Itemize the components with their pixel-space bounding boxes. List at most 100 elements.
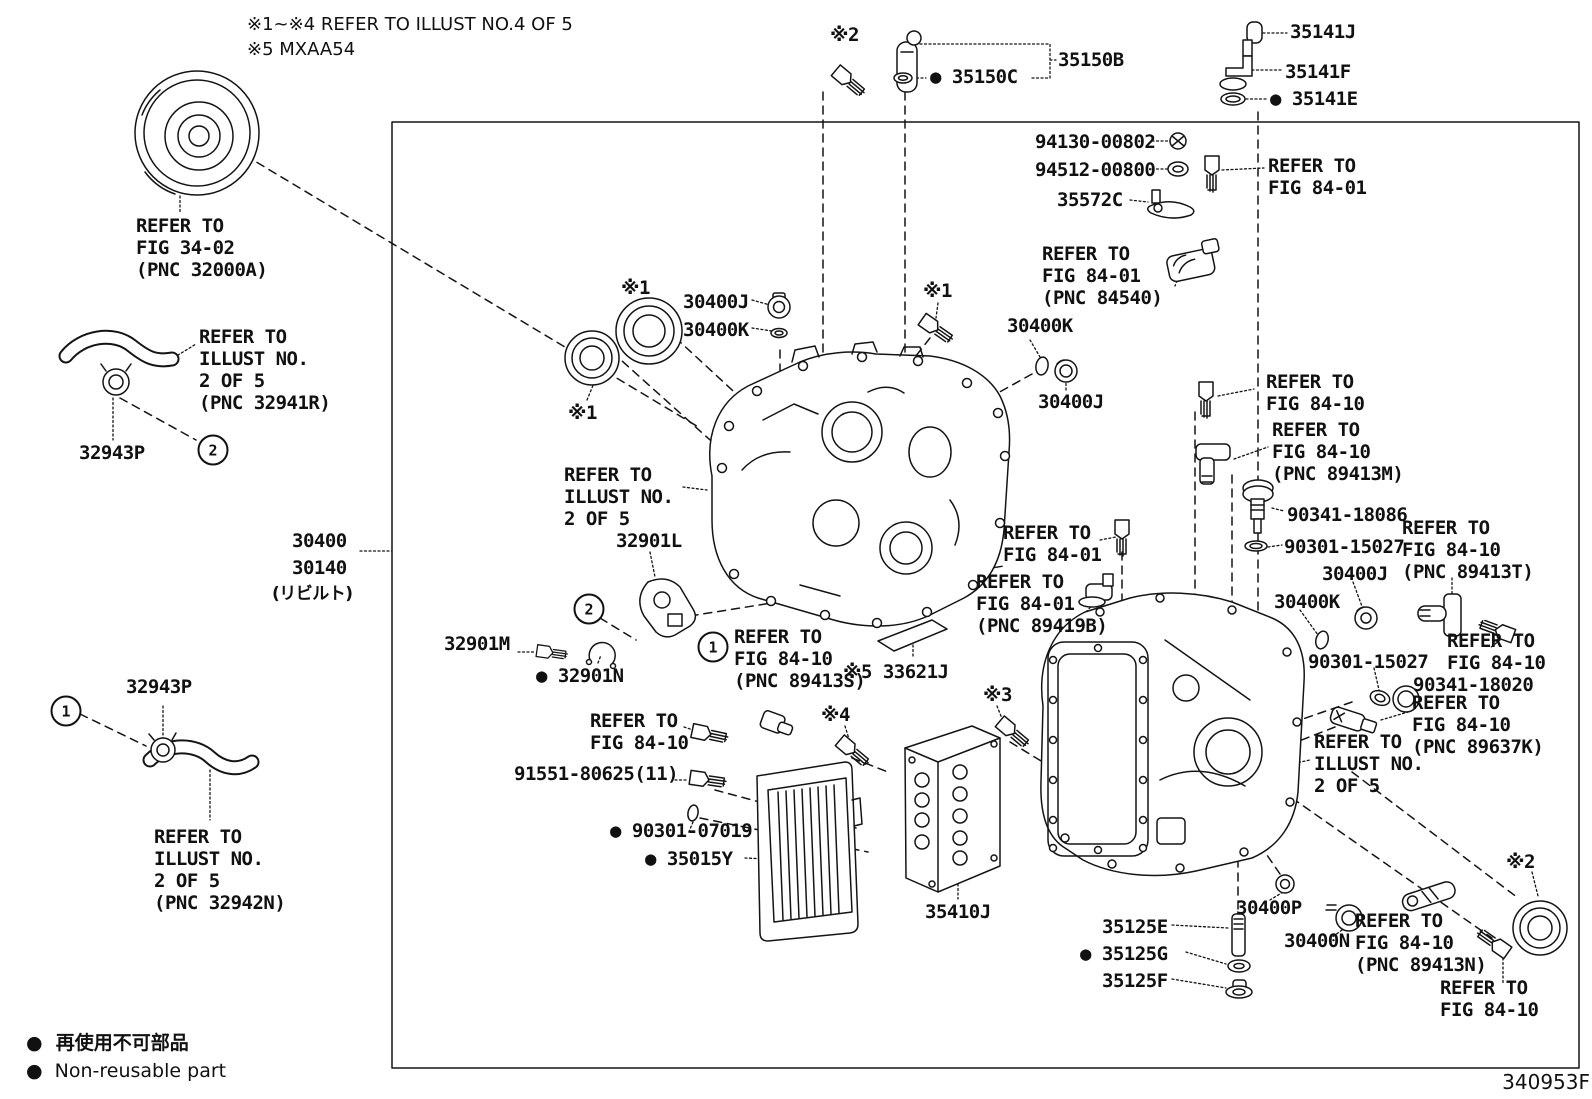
hose-32941r-drawing [58, 329, 180, 396]
cap-35141j [1246, 21, 1263, 44]
hardware-parts [535, 21, 1568, 999]
ref-fig8410-br: REFER TO FIG 84-10 [1440, 977, 1539, 1021]
part-30400p: 30400P [1236, 897, 1302, 919]
o-ring-30400k-center [770, 327, 788, 339]
o-ring-35150c [893, 72, 913, 84]
part-30400j-right: 30400J [1322, 563, 1388, 585]
part-30140: 30140 [292, 557, 347, 579]
plug-35125f [1225, 979, 1253, 999]
ref-fig8410-89413m: REFER TO FIG 84-10 (PNC 89413M) [1272, 419, 1404, 485]
marker-star3: ※3 [983, 684, 1012, 706]
part-35125e: 35125E [1102, 916, 1168, 938]
part-94512-00800: 94512-00800 [1035, 159, 1156, 181]
ring-30400p [1275, 874, 1295, 894]
part-35125g: ● 35125G [1080, 943, 1168, 965]
marker-star2-top: ※2 [830, 24, 859, 46]
speed-sensor-89413m [1195, 443, 1231, 485]
stud-35125e [1231, 913, 1246, 957]
breather-90341-18086 [1242, 479, 1274, 534]
part-35410j: 35410J [925, 901, 991, 923]
marker-star1-a: ※1 [621, 277, 650, 299]
grommet-94512 [1167, 161, 1189, 177]
part-35150c: ● 35150C [930, 66, 1018, 88]
plug-30400j-mid [1054, 359, 1078, 383]
snap-ring-32901n [585, 641, 617, 670]
ref-fig8410-89413n: REFER TO FIG 84-10 (PNC 89413N) [1355, 910, 1487, 976]
oil-seal-star2-br [1512, 900, 1568, 956]
part-35150b: 35150B [1058, 49, 1124, 71]
o-ring-30400k-right [1315, 630, 1329, 650]
lever-89413n [1401, 881, 1456, 912]
sensor-35141f [1219, 39, 1253, 91]
hose-clamp-icon [150, 737, 176, 763]
part-30400j-mid: 30400J [1038, 391, 1104, 413]
part-94130-00802: 94130-00802 [1035, 131, 1156, 153]
ref-fig8410-89413s: REFER TO FIG 84-10 (PNC 89413S) [734, 626, 866, 692]
part-rebuilt-note: (リビルト) [272, 584, 353, 604]
o-ring-90301-07019 [687, 804, 699, 822]
o-ring-90301-15027-b [1369, 689, 1391, 707]
callout-2-hose-top: 2 [197, 434, 229, 466]
part-90301-07019: ● 90301-07019 [610, 820, 753, 842]
hose-clamp-icon [102, 368, 130, 396]
hose-32942n-drawing [142, 732, 260, 776]
callout-2-bracket: 2 [573, 593, 605, 625]
part-90301-15027-b: 90301-15027 [1308, 651, 1429, 673]
marker-star2-br: ※2 [1506, 851, 1535, 873]
ref-illust-32942n: REFER TO ILLUST NO. 2 OF 5 (PNC 32942N) [154, 826, 286, 914]
part-35141f: 35141F [1285, 61, 1351, 83]
tcm-drawing [756, 761, 863, 942]
ref-fig8401-84540: REFER TO FIG 84-01 (PNC 84540) [1042, 243, 1163, 309]
part-90341-18086: 90341-18086 [1287, 504, 1408, 526]
ref-fig8401-mid: REFER TO FIG 84-01 [1003, 522, 1102, 566]
plug-30400j-right [1354, 606, 1378, 630]
part-35141j: 35141J [1290, 21, 1356, 43]
diagram-frame [391, 121, 1580, 1069]
plug-90341-18020 [1392, 685, 1420, 713]
ref-fig8410-right2: REFER TO FIG 84-10 [1447, 630, 1546, 674]
marker-star4: ※4 [821, 704, 850, 726]
part-30400k-right: 30400K [1274, 591, 1340, 613]
part-30400j-center: 30400J [683, 291, 749, 313]
part-32943p-top: 32943P [79, 442, 145, 464]
part-30400: 30400 [292, 530, 347, 552]
part-32901m: 32901M [444, 633, 510, 655]
part-30400k-mid: 30400K [1007, 315, 1073, 337]
o-ring-35141e [1220, 92, 1246, 106]
note-refer-illust: ※1~※4 REFER TO ILLUST NO.4 OF 5 [247, 14, 573, 35]
ref-illust-32941r: REFER TO ILLUST NO. 2 OF 5 (PNC 32941R) [199, 326, 331, 414]
ref-fig8410-right1: REFER TO FIG 84-10 [1266, 371, 1365, 415]
bracket-32901l [639, 578, 697, 638]
ref-illust-2of5-right: REFER TO ILLUST NO. 2 OF 5 [1314, 731, 1424, 797]
ref-fig8410-bottomleft: REFER TO FIG 84-10 [590, 710, 689, 754]
part-35125f: 35125F [1102, 970, 1168, 992]
part-30400n: 30400N [1284, 930, 1350, 952]
transaxle-case-front-drawing [709, 341, 1011, 629]
part-35015y: ● 35015Y [645, 848, 733, 870]
plug-30400n [1325, 904, 1363, 932]
figure-code: 340953F [1502, 1070, 1590, 1094]
part-32901n: ● 32901N [536, 665, 624, 687]
part-30400k-center: 30400K [683, 319, 749, 341]
transaxle-case-rear-drawing [1040, 592, 1305, 877]
part-90301-15027-a: 90301-15027 [1284, 536, 1405, 558]
plug-30400j-center [767, 292, 791, 319]
sensor-8410-bottom [759, 710, 794, 736]
sensor-89419b [1078, 573, 1114, 608]
ref-fig3402-32000a: REFER TO FIG 34-02 (PNC 32000A) [136, 215, 268, 281]
switch-89637k [1329, 706, 1378, 734]
torque-converter-drawing [134, 70, 260, 196]
part-32943p-bottom: 32943P [126, 676, 192, 698]
marker-star1-c: ※1 [923, 280, 952, 302]
gasket-33621j-drawing [877, 619, 948, 652]
part-33621j: ※5 33621J [843, 661, 949, 683]
legend-non-reusable-en: ● Non-reusable part [26, 1060, 227, 1082]
lever-35572c [1147, 189, 1195, 219]
ref-fig8410-89637k: REFER TO FIG 84-10 (PNC 89637K) [1412, 692, 1544, 758]
gasket-90301-15027-a [1244, 540, 1268, 552]
marker-star1-b: ※1 [568, 402, 597, 424]
clip-94130 [1169, 132, 1187, 150]
